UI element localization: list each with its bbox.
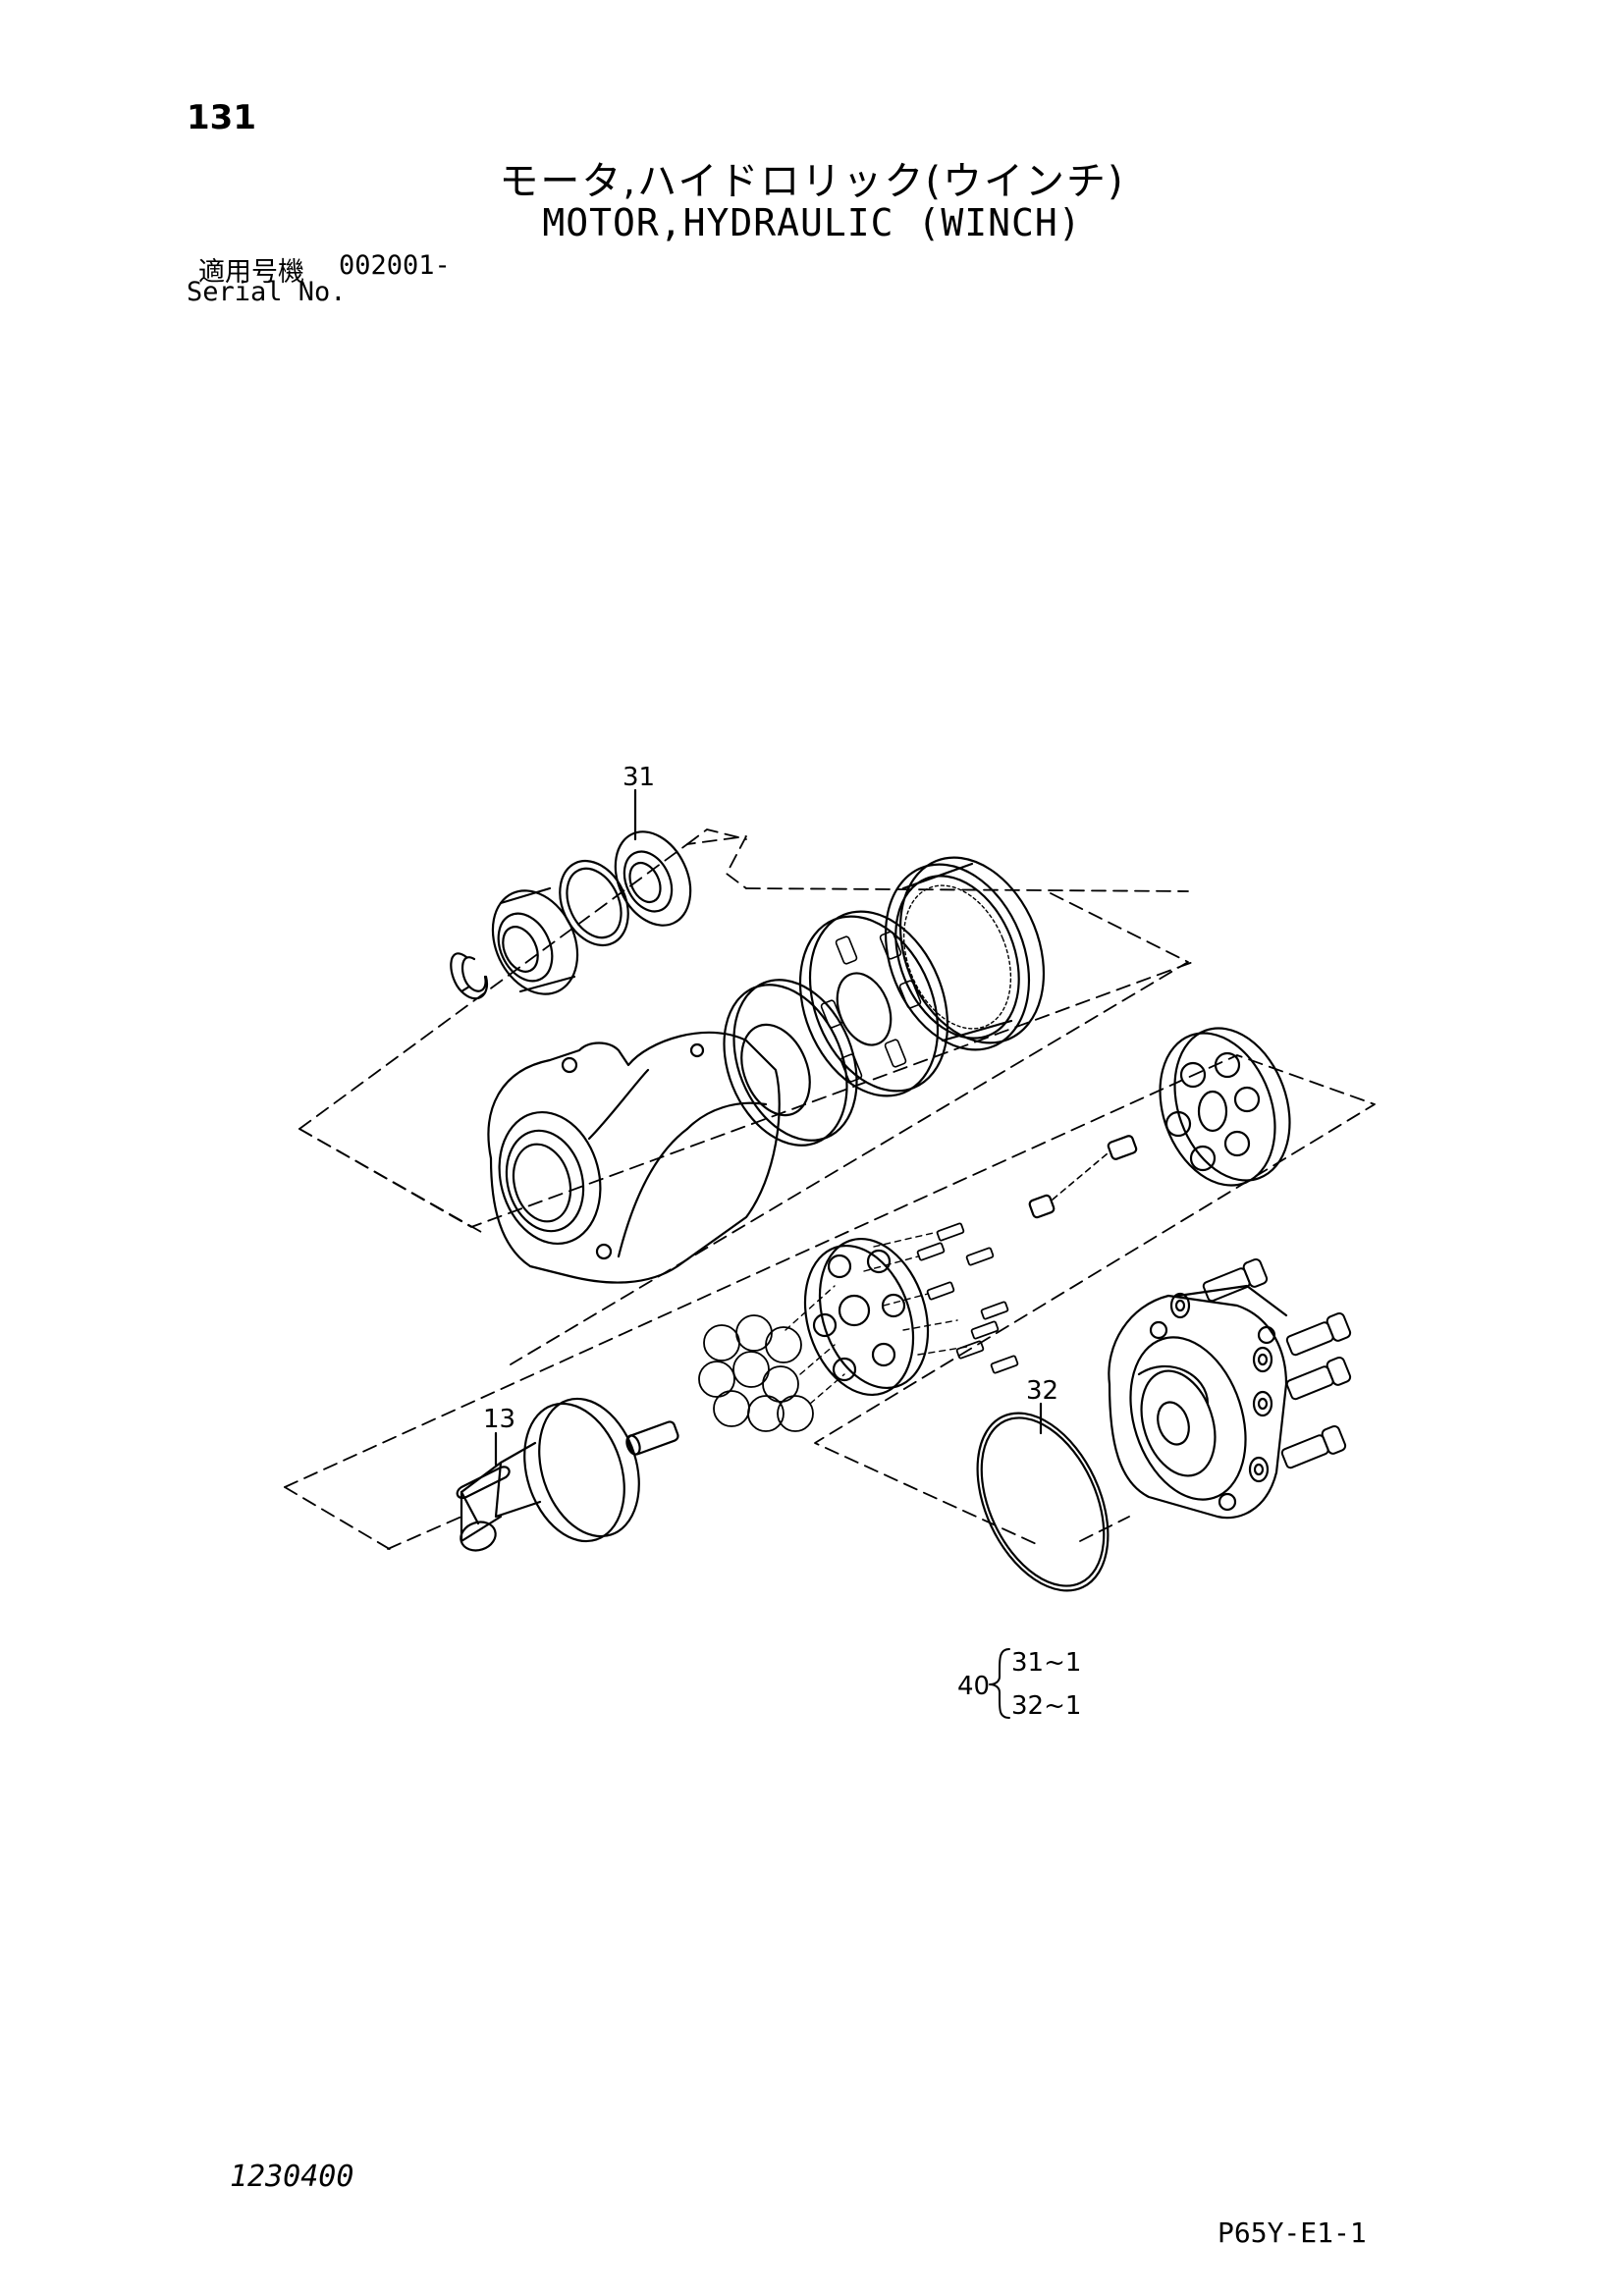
page-title-japanese: モータ,ハイドロリック(ウインチ) [499,159,1125,204]
cylinder-block-part [803,1237,930,1397]
o-ring-part-32 [976,1412,1110,1592]
serial-label-japanese: 適用号機 [198,257,304,288]
kit-item-1: 31~1 [1011,1648,1081,1678]
oil-seal-part-31 [614,830,692,927]
retaining-ring-part [559,859,629,947]
end-cover-part [1108,1284,1288,1520]
valve-plate-part [1159,1027,1291,1187]
washers-part [1169,1292,1273,1483]
pin-part [1028,1135,1138,1219]
pistons-part [698,1285,845,1432]
callout-13: 13 [483,1405,515,1434]
motor-housing-part [487,1031,781,1284]
key-part-13 [456,1466,511,1500]
thrust-plate-part [723,979,858,1147]
page-title-english: MOTOR,HYDRAULIC (WINCH) [542,201,1082,244]
cap-bolts-part [1202,1257,1352,1469]
callout-31: 31 [623,763,655,792]
serial-value: 002001- [339,250,451,281]
drawing-number: 1230400 [230,2160,354,2194]
bearing-part [491,886,579,995]
page-code: P65Y-E1-1 [1218,2216,1367,2249]
serial-label-english: Serial No. [187,277,347,307]
roller-cage-part [798,910,949,1097]
kit-brace [989,1648,1010,1719]
small-bolts-part [863,1222,1019,1374]
ring-gear-part [884,856,1046,1051]
shaft-pin-part [625,1420,679,1456]
kit-item-2: 32~1 [1011,1691,1081,1721]
drive-shaft-part [460,1397,640,1552]
page-number: 131 [187,98,256,137]
kit-number: 40 [957,1672,990,1701]
snap-ring-part [450,952,489,1000]
assembly-guide-lines [284,828,1376,1552]
callout-32: 32 [1026,1376,1058,1406]
